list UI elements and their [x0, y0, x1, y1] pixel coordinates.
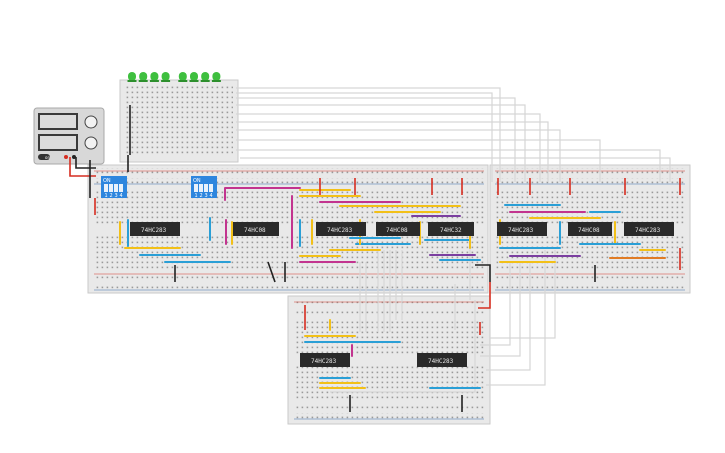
- chip-7-label: 74HC08: [578, 227, 600, 234]
- led-breadboard: [119, 79, 239, 163]
- dip-switch-2-pos-3: 3: [205, 193, 208, 199]
- led-base-6: [189, 80, 199, 82]
- led-8: [212, 72, 221, 81]
- chip-2: 74HC08: [233, 222, 279, 236]
- led-6: [190, 72, 198, 81]
- led-base-4: [161, 80, 171, 82]
- power-button[interactable]: [38, 154, 50, 160]
- led-base-8: [211, 80, 221, 82]
- dip-switch-1-pos-1: 1: [105, 193, 108, 199]
- chip-3: 74HC283: [316, 222, 366, 236]
- power-supply: on: [33, 107, 105, 165]
- dip-switch-1-pos-4: 4: [120, 193, 123, 199]
- right-jumper-wires: [499, 204, 666, 263]
- terminal-negative: [72, 155, 76, 159]
- terminal-positive: [64, 155, 68, 159]
- chip-10: 74HC283: [417, 353, 467, 367]
- led-5: [178, 72, 187, 81]
- chip-3-label: 74HC283: [327, 227, 353, 234]
- chip-6-label: 74HC283: [508, 227, 534, 234]
- chip-4: 74HC08: [376, 222, 420, 236]
- chip-7: 74HC08: [568, 222, 612, 236]
- led-base-7: [200, 80, 210, 82]
- dip-switch-2-pos-2: 2: [200, 193, 203, 199]
- led-3: [150, 72, 159, 81]
- white-wires: [236, 87, 671, 393]
- jumper-wires: [119, 187, 481, 263]
- chip-1-label: 74HC283: [141, 227, 167, 234]
- power-button-label: on: [45, 155, 50, 160]
- chip-8: 74HC283: [624, 222, 674, 236]
- bottom-jumper-wires: [304, 319, 481, 389]
- dip-switch-1-on-label: ON: [103, 178, 111, 184]
- chip-8-label: 74HC283: [635, 227, 661, 234]
- dip-switch-1-pos-2: 2: [110, 193, 113, 199]
- led-1: [128, 72, 136, 81]
- power-wires: [69, 155, 491, 309]
- dip-switch-2-on-label: ON: [193, 178, 201, 184]
- chip-2-label: 74HC08: [244, 227, 266, 234]
- led-array: [127, 72, 221, 82]
- led-base-2: [138, 80, 148, 82]
- dip-switch-1-pos-3: 3: [115, 193, 118, 199]
- led-base-1: [127, 80, 137, 82]
- led-base-3: [149, 80, 159, 82]
- chip-10-label: 74HC283: [428, 358, 454, 365]
- chip-9-label: 74HC283: [311, 358, 337, 365]
- main-breadboard: [87, 164, 489, 294]
- led-4: [161, 72, 170, 81]
- dip-switch-1[interactable]: ON 1 2 3 4: [101, 176, 127, 199]
- chip-5-label: 74HC32: [440, 227, 462, 234]
- dip-switch-2-pos-4: 4: [210, 193, 213, 199]
- led-2: [139, 72, 148, 81]
- chip-4-label: 74HC08: [386, 227, 408, 234]
- led-7: [201, 72, 210, 81]
- chip-9: 74HC283: [300, 353, 350, 367]
- chip-5: 74HC32: [428, 222, 474, 236]
- rail-jumpers: [94, 105, 681, 412]
- dip-switch-2[interactable]: ON 1 2 3 4: [191, 176, 217, 199]
- led-base-5: [178, 80, 188, 82]
- chip-1: 74HC283: [130, 222, 180, 236]
- dip-switch-2-pos-1: 1: [195, 193, 198, 199]
- chip-6: 74HC283: [497, 222, 547, 236]
